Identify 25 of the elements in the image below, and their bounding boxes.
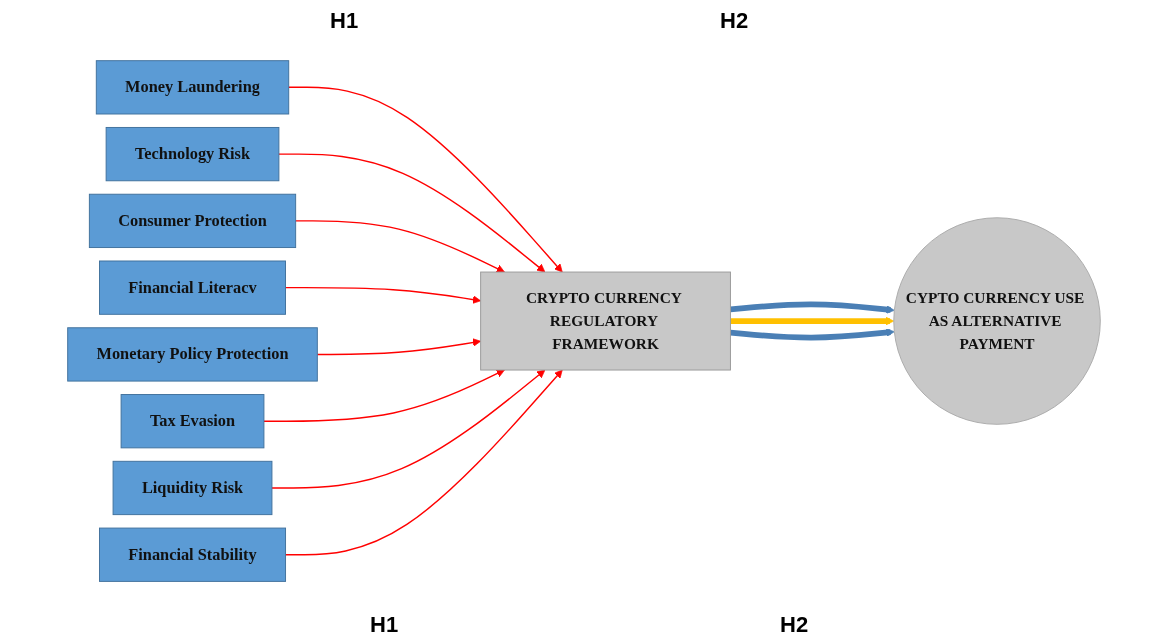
hypothesis-label: H2 bbox=[720, 8, 749, 34]
node-box: CRYPTO CURRENCY REGULATORY FRAMEWORK bbox=[480, 272, 731, 371]
arrow bbox=[730, 328, 895, 341]
arrow bbox=[730, 302, 895, 315]
arrow bbox=[278, 153, 546, 273]
arrow bbox=[284, 287, 482, 305]
node-box: Liquidity Risk bbox=[112, 461, 273, 516]
arrow bbox=[284, 370, 563, 556]
hypothesis-label: H1 bbox=[330, 8, 359, 34]
node-box: Financial Stability bbox=[99, 528, 287, 583]
arrow bbox=[730, 317, 895, 326]
hypothesis-label: H1 bbox=[370, 612, 399, 638]
node-box: Financial Literacv bbox=[99, 260, 286, 316]
hypothesis-label: H2 bbox=[780, 612, 809, 638]
node-box: Monetary Policy Protection bbox=[67, 327, 318, 383]
node-box: Technology Risk bbox=[105, 127, 280, 182]
arrow bbox=[271, 370, 546, 490]
arrow bbox=[316, 338, 482, 356]
node-circle: CYPTO CURRENCY USE AS ALTERNATIVE PAYMENT bbox=[893, 217, 1101, 426]
node-box: Tax Evasion bbox=[120, 394, 265, 449]
arrow bbox=[288, 87, 563, 273]
arrow bbox=[294, 220, 505, 273]
arrow bbox=[263, 370, 505, 423]
node-box: Money Laundering bbox=[95, 60, 290, 115]
node-box: Consumer Protection bbox=[88, 194, 297, 249]
